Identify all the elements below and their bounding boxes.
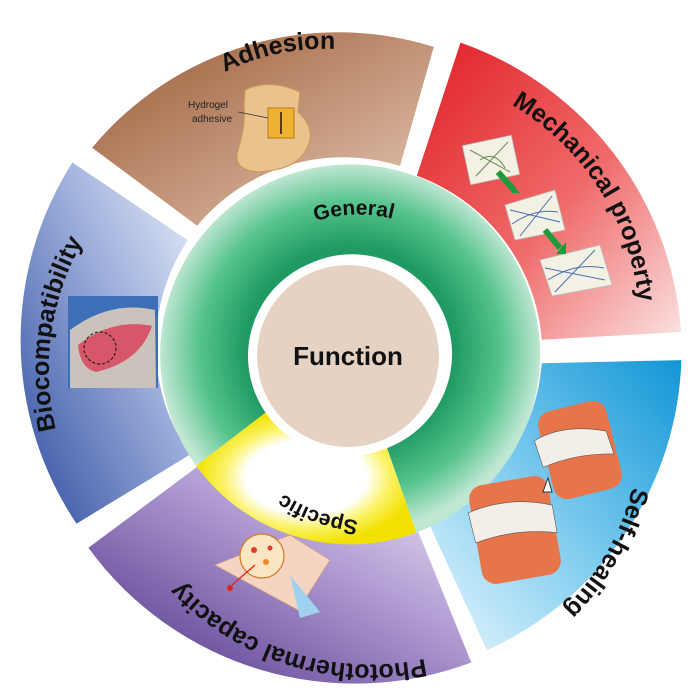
hydrogel-caption-line2: adhesive: [192, 114, 232, 125]
laser-heating-icon: [214, 533, 331, 618]
segment-mechanical-property: [416, 42, 682, 340]
hydrogel-caption-line1: Hydrogel: [188, 100, 228, 111]
polymer-network-stretch-icon: [461, 134, 613, 297]
function-label: Function: [293, 341, 403, 371]
hydrogel-adhesive-patch-icon: Hydrogel adhesive: [188, 83, 312, 173]
wound-tissue-photo-icon: [68, 296, 158, 388]
self-healing-cylinder-icon: [467, 400, 622, 584]
specific-ring: [196, 410, 417, 545]
general-ring: [160, 164, 541, 533]
center-disc: [257, 265, 439, 447]
